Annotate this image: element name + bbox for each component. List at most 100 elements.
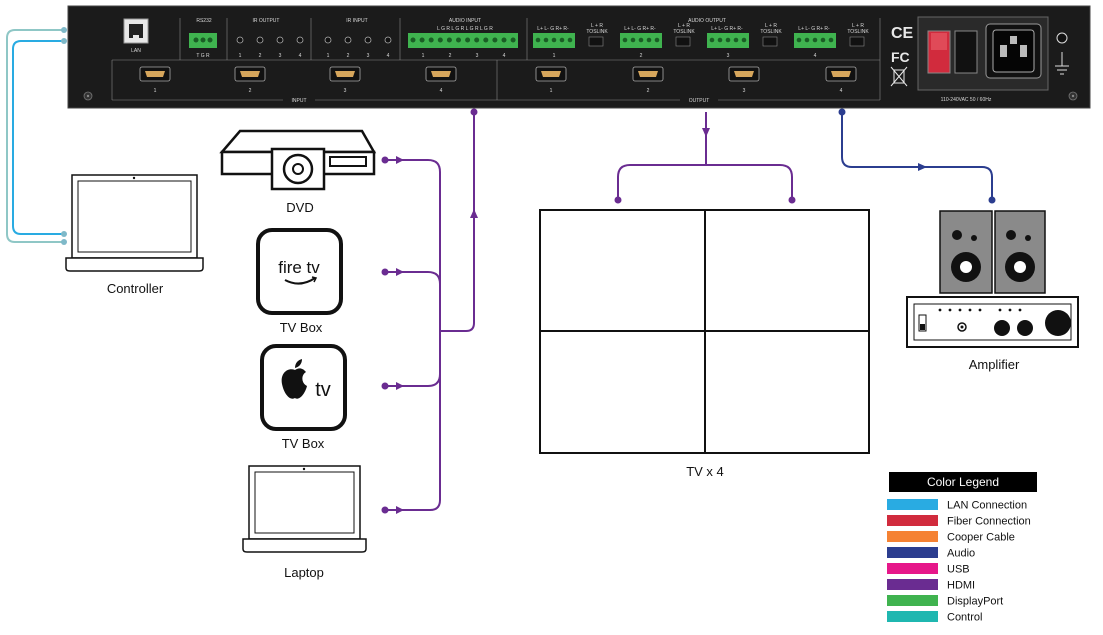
rs232-terminal <box>189 33 217 48</box>
legend-swatch <box>887 611 938 622</box>
terminal-screw <box>725 37 731 43</box>
audio-input-number: 2 <box>449 53 452 59</box>
lan-connection-line <box>6 29 64 243</box>
power-rating: 110-240VAC 50 / 60Hz <box>941 97 992 103</box>
audio-input-number: 3 <box>476 53 479 59</box>
ir-output-jack <box>236 36 244 44</box>
controller-label: Controller <box>107 281 164 296</box>
terminal-screw <box>717 37 723 43</box>
toslink-port <box>849 36 865 47</box>
hdmi-input-number: 1 <box>154 88 157 94</box>
terminal-screw <box>446 37 452 43</box>
terminal-screw <box>812 37 818 43</box>
terminal-screw <box>796 37 802 43</box>
arrow-icon <box>470 209 478 218</box>
ir-input-label: IR INPUT <box>346 18 367 24</box>
legend-item-label: Audio <box>947 548 975 560</box>
connection-dot <box>61 239 67 245</box>
legend-swatch <box>887 547 938 558</box>
connection-dot <box>61 231 67 237</box>
terminal-screw <box>437 37 443 43</box>
terminal-screw <box>820 37 826 43</box>
indicator-dot <box>958 308 962 312</box>
terminal-screw <box>638 37 644 43</box>
hdmi-output-number: 3 <box>743 88 746 94</box>
panel-screw <box>83 91 1078 101</box>
terminal-screw <box>709 37 715 43</box>
connection-dot <box>381 156 389 164</box>
ground-icon <box>1055 32 1069 75</box>
ir-input-number: 1 <box>327 53 330 59</box>
audio-output-number: 4 <box>814 53 817 59</box>
terminal-screw <box>551 37 557 43</box>
tv-wall <box>539 209 870 454</box>
legend-title: Color Legend <box>927 475 999 489</box>
hdmi-output-line <box>617 112 793 200</box>
hdmi-output-number: 4 <box>840 88 843 94</box>
toslink-port <box>675 36 691 47</box>
arrow-icon <box>396 382 404 390</box>
dvd-player <box>219 129 377 191</box>
legend-item-label: HDMI <box>947 580 975 592</box>
terminal-screw <box>535 37 541 43</box>
audio-input-number: 4 <box>503 53 506 59</box>
panel-dividers <box>111 18 881 101</box>
output-label: OUTPUT <box>689 98 710 104</box>
audio-output-pins: L+ L- G R+ R- <box>624 26 656 32</box>
audio-output-pins: L+ L- G R+ R- <box>798 26 830 32</box>
firetv-box <box>256 228 343 315</box>
amplifier-unit <box>906 296 1079 348</box>
hdmi-input-number: 2 <box>249 88 252 94</box>
terminal-screw <box>510 37 516 43</box>
ir-input-jack <box>324 36 332 44</box>
terminal-screw <box>483 37 489 43</box>
ir-input-number: 2 <box>347 53 350 59</box>
indicator-dot <box>1008 308 1012 312</box>
firetv-logo: fire tv <box>278 258 320 277</box>
toslink-label: TOSLINK <box>673 29 695 35</box>
audio-output-number: 1 <box>553 53 556 59</box>
connection-dot <box>61 27 67 33</box>
terminal-screw <box>804 37 810 43</box>
arrow-icon <box>396 506 404 514</box>
terminal-screw <box>741 37 747 43</box>
ir-output-jack <box>256 36 264 44</box>
hdmi-connector <box>638 71 658 77</box>
legend-item-label: Cooper Cable <box>947 532 1015 544</box>
terminal-screw <box>410 37 416 43</box>
ir-output-number: 1 <box>239 53 242 59</box>
tvbox1-label: TV Box <box>280 320 323 335</box>
ir-input-number: 3 <box>367 53 370 59</box>
laptop-icon <box>242 465 367 553</box>
indicator-dot <box>978 308 982 312</box>
toslink-label: TOSLINK <box>760 29 782 35</box>
terminal-screw <box>828 37 834 43</box>
hdmi-connector <box>145 71 165 77</box>
toslink-port <box>588 36 604 47</box>
toslink-label: TOSLINK <box>586 29 608 35</box>
ir-output-number: 2 <box>259 53 262 59</box>
ir-input-jack <box>384 36 392 44</box>
terminal-screw <box>456 37 461 43</box>
appletv-box <box>260 344 347 431</box>
audio-output-label: AUDIO OUTPUT <box>688 18 726 24</box>
legend-swatch <box>887 531 938 542</box>
connection-dot <box>381 382 389 390</box>
indicator-dot <box>998 308 1002 312</box>
connection-dot <box>381 506 389 514</box>
audio-output-pins: L+ L- G R+ R- <box>711 26 743 32</box>
legend-swatch <box>887 515 938 526</box>
hdmi-output-number: 1 <box>550 88 553 94</box>
ir-input-jack <box>344 36 352 44</box>
legend-swatch <box>887 595 938 606</box>
ce-mark: CE <box>891 25 914 42</box>
legend-item-label: DisplayPort <box>947 596 1003 608</box>
amplifier-label: Amplifier <box>969 357 1020 372</box>
terminal-screw <box>559 37 565 43</box>
indicator-dot <box>968 308 972 312</box>
